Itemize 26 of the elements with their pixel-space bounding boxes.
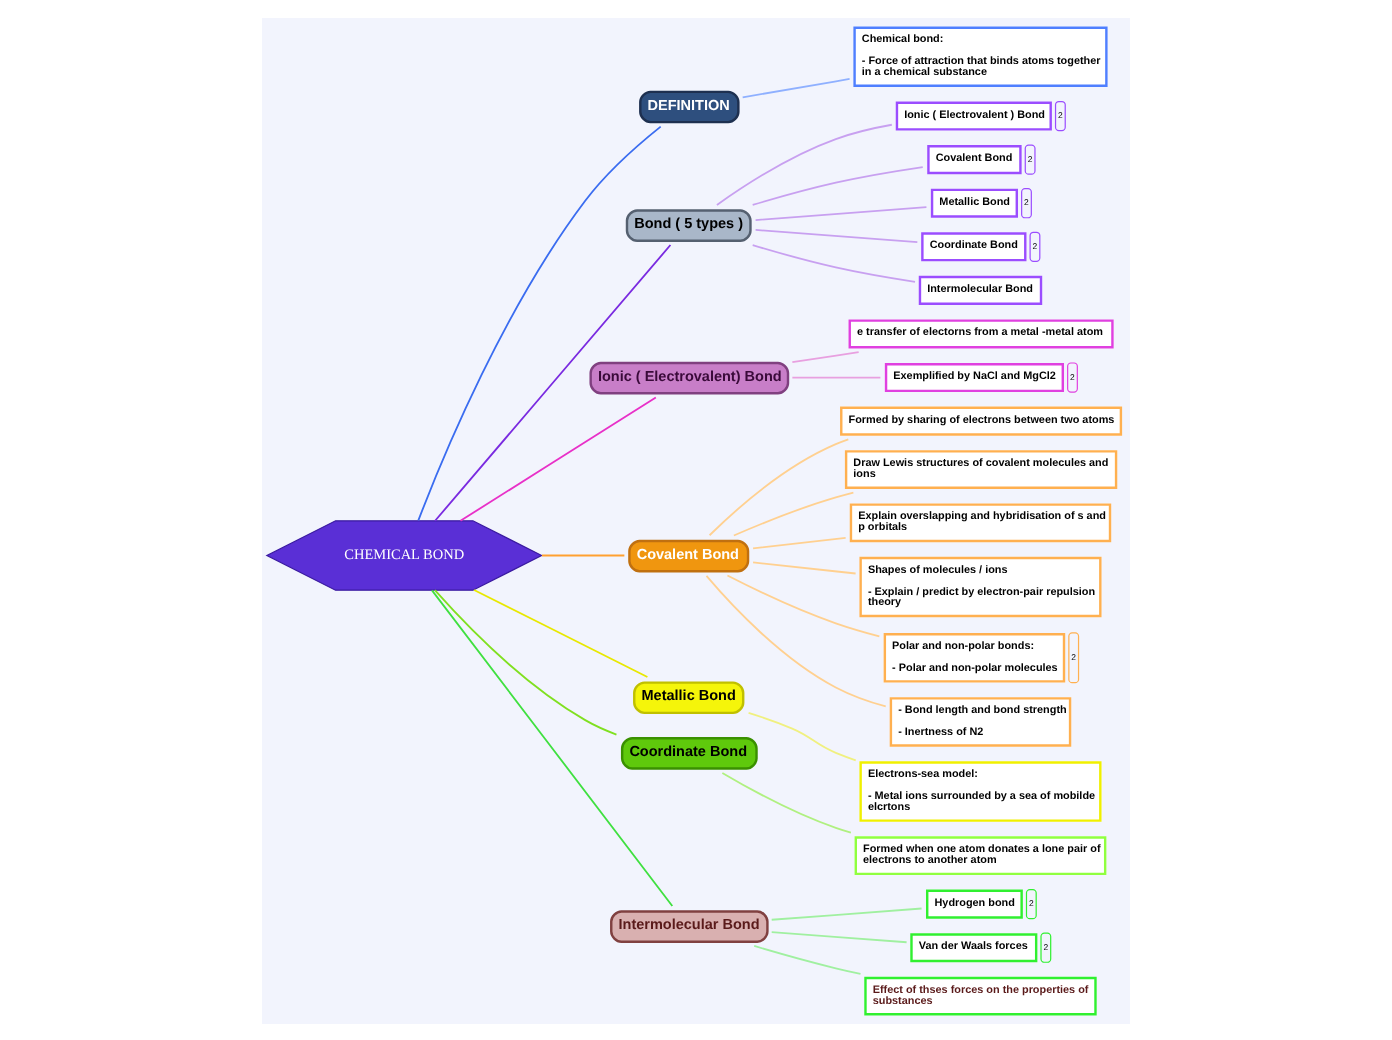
connector xyxy=(770,906,923,920)
connector xyxy=(716,122,893,205)
connector xyxy=(433,588,618,735)
connector xyxy=(754,205,928,220)
connector xyxy=(459,395,657,521)
connector xyxy=(752,560,857,574)
connector xyxy=(732,490,855,536)
connector xyxy=(431,588,674,906)
connector xyxy=(708,437,850,536)
connector xyxy=(473,588,649,677)
connector xyxy=(752,536,847,549)
connector xyxy=(417,124,662,521)
connector xyxy=(770,930,908,943)
connector xyxy=(791,375,882,378)
connector xyxy=(753,944,862,974)
connector xyxy=(791,350,860,363)
connector xyxy=(754,228,919,243)
connector xyxy=(721,771,852,833)
connector xyxy=(751,243,916,282)
connector xyxy=(541,553,626,556)
connector xyxy=(741,77,851,98)
connector xyxy=(705,574,887,707)
connector xyxy=(751,165,924,205)
connector xyxy=(747,711,857,761)
connector xyxy=(434,243,672,521)
connector xyxy=(726,573,881,637)
